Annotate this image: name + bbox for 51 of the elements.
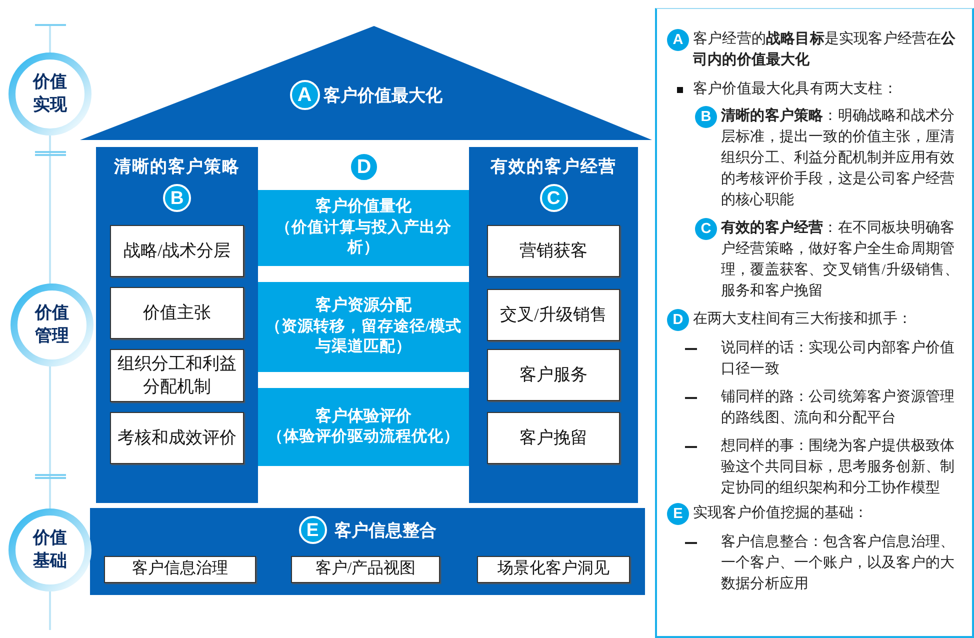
letter-badge: E xyxy=(667,503,689,525)
ring-label: 价值管理 xyxy=(34,302,70,347)
letter-badge: B xyxy=(163,184,191,212)
ring-label: 价值实现 xyxy=(32,71,68,116)
letter-badge: A xyxy=(667,29,689,51)
panel-paragraph: 客户信息整合：包含客户信息治理、一个客户、一个账户，以及客户的大数据分析应用 xyxy=(721,532,956,594)
text-box: 价值主张 xyxy=(110,287,244,339)
band-title: 客户价值量化 xyxy=(314,197,412,218)
bridge-band xyxy=(258,190,469,266)
band-text: （价值计算与投入产出分析） xyxy=(274,218,452,258)
text-box: 考核和成效评价 xyxy=(110,412,244,464)
letter-badge: C xyxy=(695,218,717,240)
pillar-panel xyxy=(469,147,638,503)
panel-paragraph: 客户经营的战略目标是实现客户经营在公司内的价值最大化 xyxy=(693,30,957,70)
panel-paragraph: 清晰的客户策略：明确战略和战术分层标准，提出一致的价值主张，厘清组织分工、利益分配机制并应用有效的考核评价手段，这是公司客户经营的核心职能 xyxy=(721,106,956,210)
pillar-panel xyxy=(96,147,258,503)
ring-label: 价值基础 xyxy=(32,527,68,572)
text-panel xyxy=(655,8,974,638)
letter-badge: B xyxy=(695,106,717,128)
letter-badge: E xyxy=(298,516,326,544)
letter-badge: D xyxy=(349,152,379,182)
letter-badge: D xyxy=(667,309,689,331)
foundation-title: 客户信息整合 xyxy=(334,520,436,542)
text-box: 客户信息治理 xyxy=(104,556,256,583)
roof-triangle xyxy=(80,26,652,140)
band-title: 客户体验评价 xyxy=(314,406,412,427)
pillar-title: 清晰的客户策略 xyxy=(114,156,240,178)
panel-paragraph: 铺同样的路：公司统筹客户资源管理的路线图、流向和分配平台 xyxy=(721,388,956,428)
text-box: 客户挽留 xyxy=(487,412,620,464)
roof-title: 客户价值最大化 xyxy=(324,84,442,106)
text-box: 场景化客户洞见 xyxy=(477,556,630,583)
text-box: 营销获客 xyxy=(487,225,620,277)
text-box: 客户/产品视图 xyxy=(291,556,440,583)
letter-badge: C xyxy=(540,184,568,212)
panel-paragraph: 在两大支柱间有三大衔接和抓手： xyxy=(693,310,912,329)
band-text: （资源转移，留存途径/模式与渠道匹配） xyxy=(264,317,463,358)
text-box: 组织分工和利益分配机制 xyxy=(110,349,244,402)
band-text: （体验评价驱动流程优化） xyxy=(266,427,460,448)
panel-paragraph: 说同样的话：实现公司内部客户价值口径一致 xyxy=(721,338,956,379)
text-box: 客户服务 xyxy=(487,349,620,401)
text-box: 交叉/升级销售 xyxy=(487,289,620,341)
bridge-band xyxy=(258,388,469,466)
pillar-title: 有效的客户经营 xyxy=(490,156,616,178)
panel-paragraph: 客户价值最大化具有两大支柱： xyxy=(693,80,898,99)
panel-paragraph: 实现客户价值挖掘的基础： xyxy=(693,504,868,523)
panel-paragraph: 有效的客户经营：在不同板块明确客户经营策略，做好客户全生命周期管理，覆盖获客、交叉销售/升级销售、服务和客户挽留 xyxy=(721,218,960,301)
foundation-panel xyxy=(90,508,645,595)
text-box: 战略/战术分层 xyxy=(110,225,244,277)
panel-paragraph: 想同样的事：围绕为客户提供极致体验这个共同目标，思考服务创新、制定协同的组织架构和分工协作模型 xyxy=(721,436,956,498)
bridge-band xyxy=(258,282,469,372)
band-title: 客户资源分配 xyxy=(314,296,413,316)
